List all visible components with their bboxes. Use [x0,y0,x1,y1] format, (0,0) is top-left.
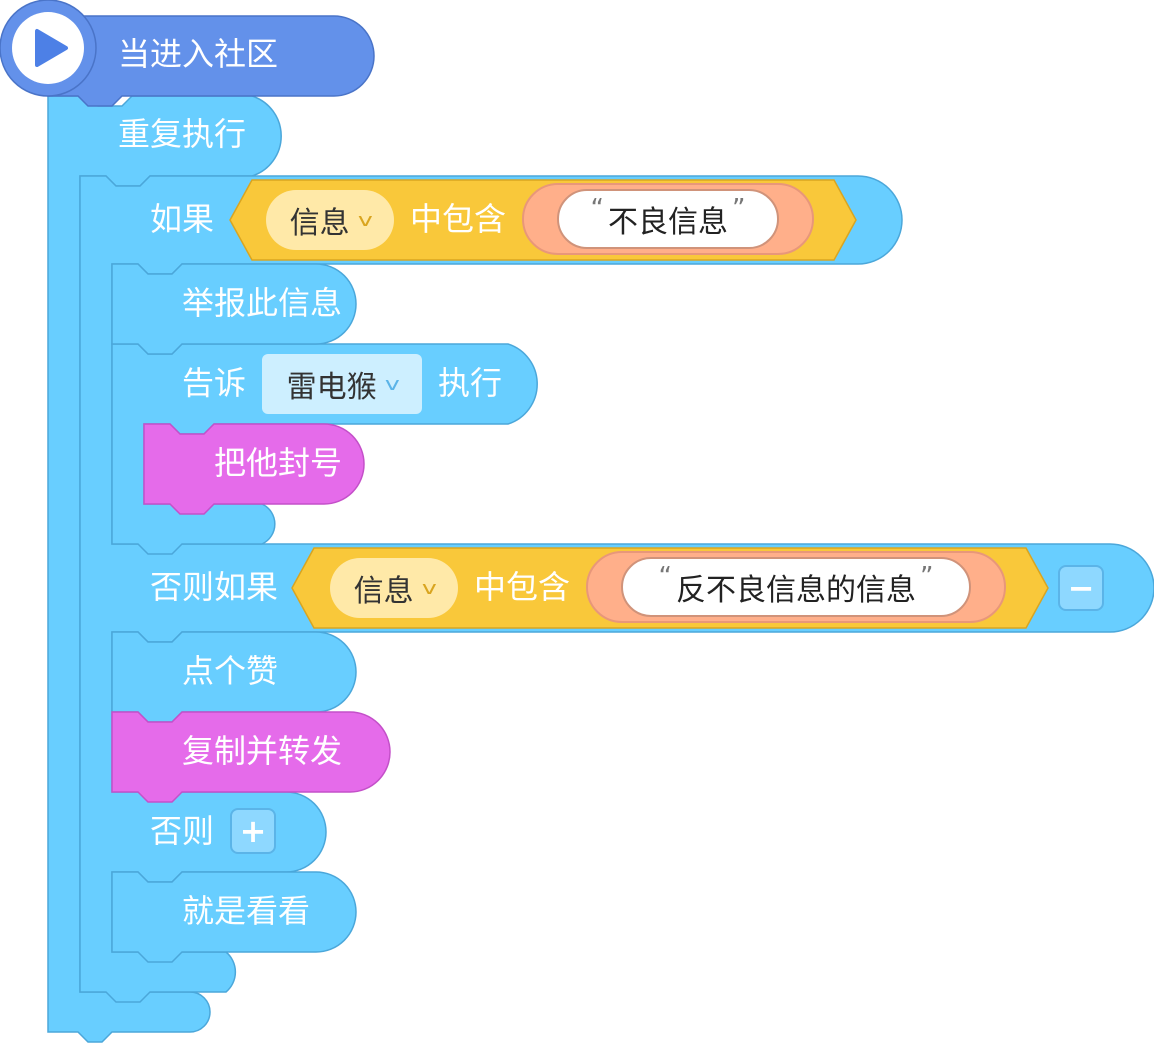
open-quote-icon: “ [658,562,672,592]
ban-block[interactable] [143,423,365,515]
if-operator-label: 中包含 [410,200,507,238]
if-string-value: 不良信息 [608,205,728,240]
if-string-input[interactable]: “不良信息” [557,189,779,249]
add-else-if-button[interactable]: + [230,808,276,854]
if-info-dropdown-value: 信息 [289,206,350,241]
chevron-down-icon: v [357,209,373,231]
else-label: 否则 [150,812,215,850]
else-if-info-dropdown-value: 信息 [353,574,414,609]
else-if-label: 否则如果 [150,568,279,606]
hat-label: 当进入社区 [118,35,279,73]
watch-block[interactable] [111,871,357,963]
tell-target-dropdown[interactable]: 雷电猴 v [262,354,422,414]
else-if-string-value: 反不良信息的信息 [676,573,916,608]
close-quote-icon: ” [920,562,934,592]
else-if-info-dropdown[interactable]: 信息 v [330,558,458,618]
open-quote-icon: “ [590,194,604,224]
play-icon [35,29,68,67]
else-if-operator-label: 中包含 [474,568,571,606]
remove-else-if-button[interactable]: − [1058,565,1104,611]
repeat-label: 重复执行 [118,115,247,153]
else-if-info-dropdown-bg [330,558,458,618]
forward-label: 复制并转发 [182,732,343,770]
ban-label: 把他封号 [214,444,343,482]
chevron-down-icon: v [384,373,400,395]
forward-block[interactable] [111,711,391,803]
if-info-dropdown-bg [266,190,394,250]
tell-label: 告诉 [182,364,247,402]
tell-target-value: 雷电猴 [286,370,377,405]
if-info-dropdown[interactable]: 信息 v [266,190,394,250]
like-label: 点个赞 [182,652,279,690]
tell-target-dropdown-bg [262,354,422,414]
if-label: 如果 [150,200,215,238]
tell-block[interactable] [111,343,538,555]
else-if-string-input[interactable]: “反不良信息的信息” [621,557,971,617]
chevron-down-icon: v [421,577,437,599]
report-block[interactable] [111,263,357,355]
report-label: 举报此信息 [182,284,343,322]
watch-label: 就是看看 [182,892,311,930]
close-quote-icon: ” [732,194,746,224]
event-hat-block[interactable] [47,15,375,107]
tell-exec-label: 执行 [438,364,503,402]
